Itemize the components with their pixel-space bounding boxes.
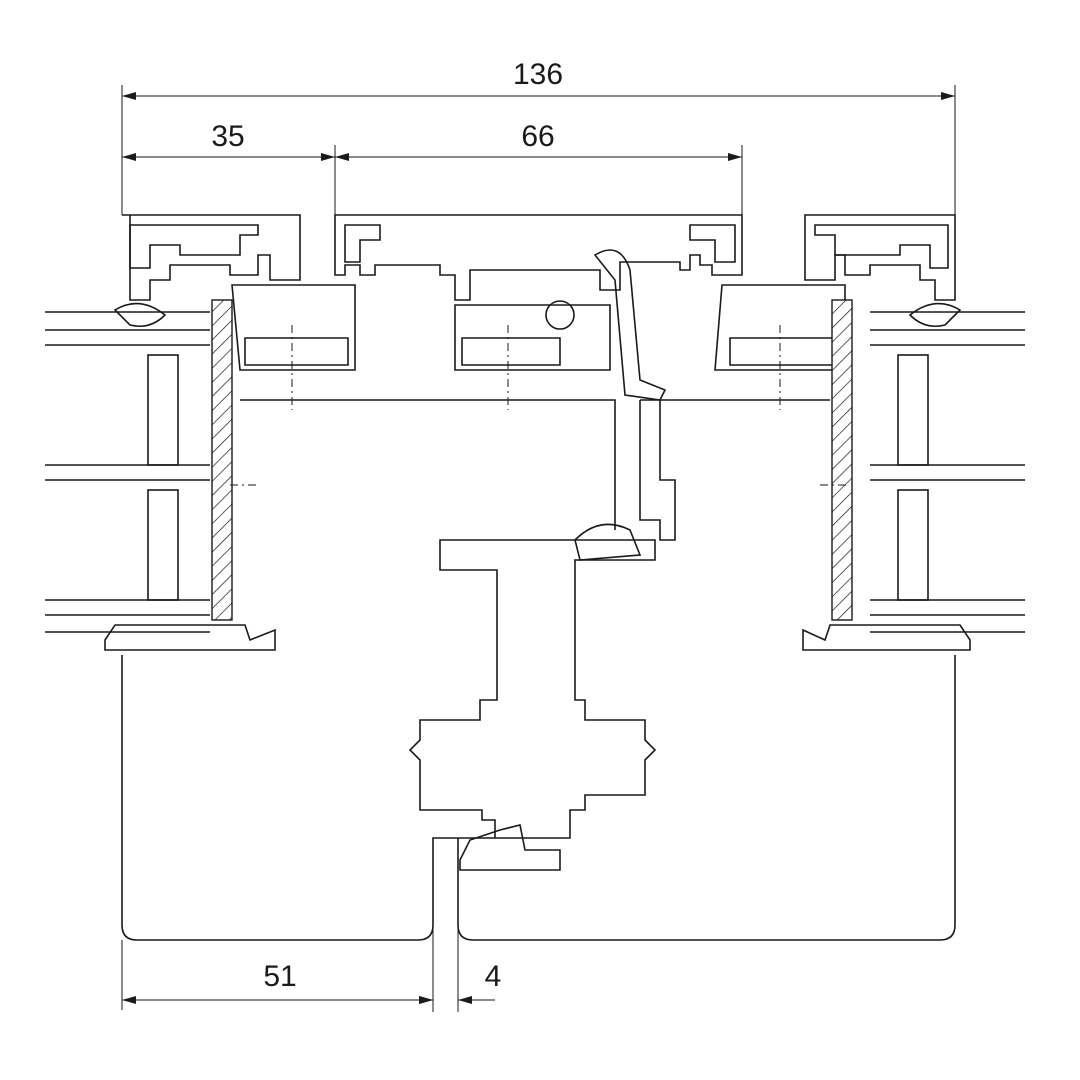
right-glass-unit bbox=[831, 299, 1025, 633]
dimension-gap: 4 bbox=[484, 960, 502, 993]
dimension-center: 66 bbox=[521, 120, 555, 153]
center-lines bbox=[230, 325, 850, 486]
dimension-left-frame: 35 bbox=[211, 120, 245, 153]
dimension-bottom-sash: 51 bbox=[263, 960, 297, 993]
left-glazing-seal bbox=[104, 624, 276, 651]
dimension-overall-width: 136 bbox=[512, 58, 564, 91]
sash-sections bbox=[121, 399, 956, 941]
left-glass-unit bbox=[45, 299, 233, 633]
dimension-lines bbox=[121, 85, 956, 1012]
right-glazing-seal bbox=[802, 624, 971, 651]
